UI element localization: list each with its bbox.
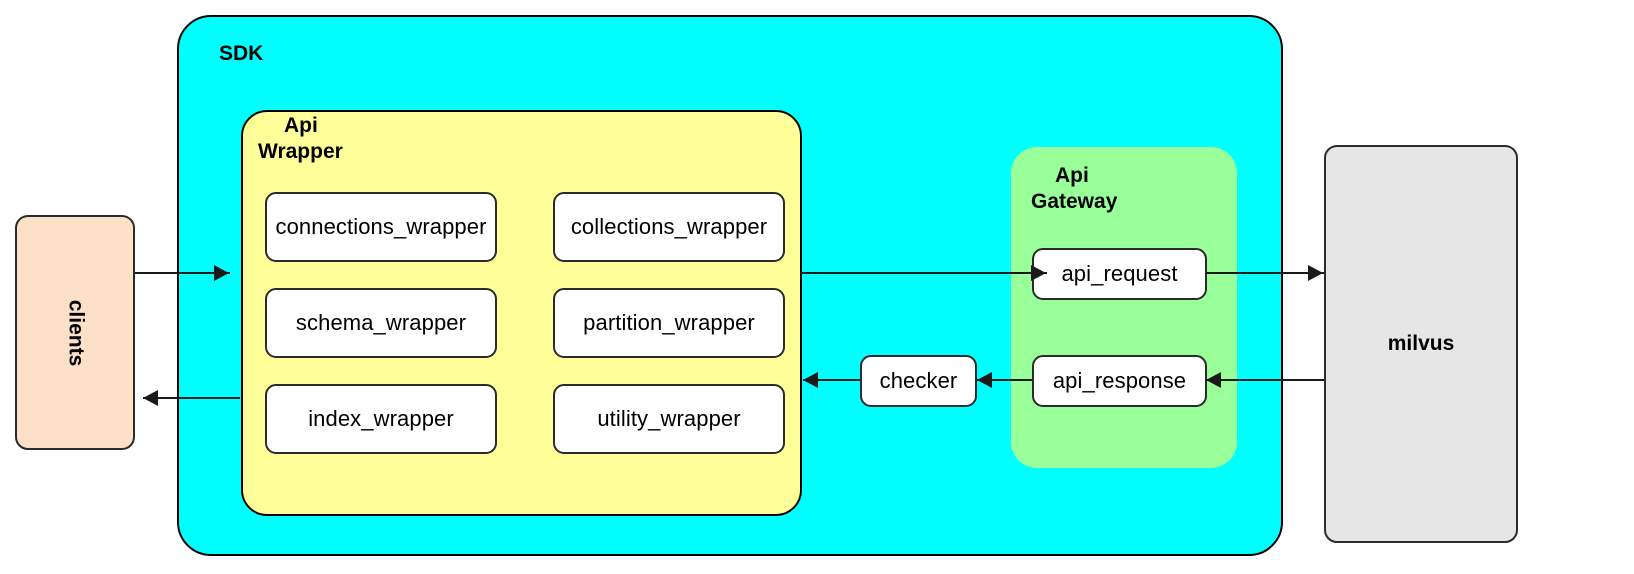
connector-api-response-to-checker [977, 379, 1032, 381]
wrapper-box-utility[interactable]: utility_wrapper [553, 384, 785, 454]
gateway-box-api-response[interactable]: api_response [1032, 355, 1207, 407]
arrowhead-api-request-to-milvus [1308, 265, 1323, 281]
wrapper-box-index[interactable]: index_wrapper [265, 384, 497, 454]
gateway-label: api_request [1061, 261, 1178, 286]
group-api-gateway [1011, 147, 1237, 468]
group-api-wrapper-label: Api Wrapper [258, 114, 343, 163]
group-sdk-label: SDK [219, 42, 264, 65]
wrapper-label: connections_wrapper [275, 214, 487, 239]
arrowhead-api-response-to-checker [977, 372, 992, 388]
connector-api-wrapper-to-api-gateway [800, 272, 1047, 274]
arrowhead-api-wrapper-to-clients [143, 390, 158, 406]
wrapper-box-collections[interactable]: collections_wrapper [553, 192, 785, 262]
connector-clients-to-api-wrapper [135, 272, 230, 274]
wrapper-box-schema[interactable]: schema_wrapper [265, 288, 497, 358]
gateway-box-api-request[interactable]: api_request [1032, 248, 1207, 300]
connector-api-request-to-milvus [1206, 272, 1324, 274]
arrowhead-checker-to-api-wrapper [803, 372, 818, 388]
endpoint-clients[interactable]: clients [15, 215, 135, 450]
checker-label: checker [879, 368, 958, 393]
arrowhead-milvus-to-api-response [1206, 372, 1221, 388]
wrapper-label: utility_wrapper [597, 406, 741, 431]
wrapper-label: collections_wrapper [570, 214, 768, 239]
wrapper-label: partition_wrapper [583, 310, 755, 335]
arrowhead-clients-to-api-wrapper [214, 265, 229, 281]
wrapper-label: schema_wrapper [295, 310, 467, 335]
checker-box[interactable]: checker [860, 355, 977, 407]
gateway-label: api_response [1052, 368, 1187, 393]
clients-label: clients [64, 299, 87, 366]
endpoint-milvus[interactable]: milvus [1324, 145, 1518, 543]
wrapper-box-connections[interactable]: connections_wrapper [265, 192, 497, 262]
arrowhead-api-wrapper-to-api-gateway [1031, 265, 1046, 281]
wrapper-box-partition[interactable]: partition_wrapper [553, 288, 785, 358]
connector-api-wrapper-to-clients [143, 397, 240, 399]
wrapper-label: index_wrapper [308, 406, 454, 431]
connector-milvus-to-api-response [1206, 379, 1324, 381]
group-api-gateway-label: Api Gateway [1031, 164, 1118, 213]
milvus-label: milvus [1387, 332, 1455, 355]
connector-checker-to-api-wrapper [803, 379, 860, 381]
